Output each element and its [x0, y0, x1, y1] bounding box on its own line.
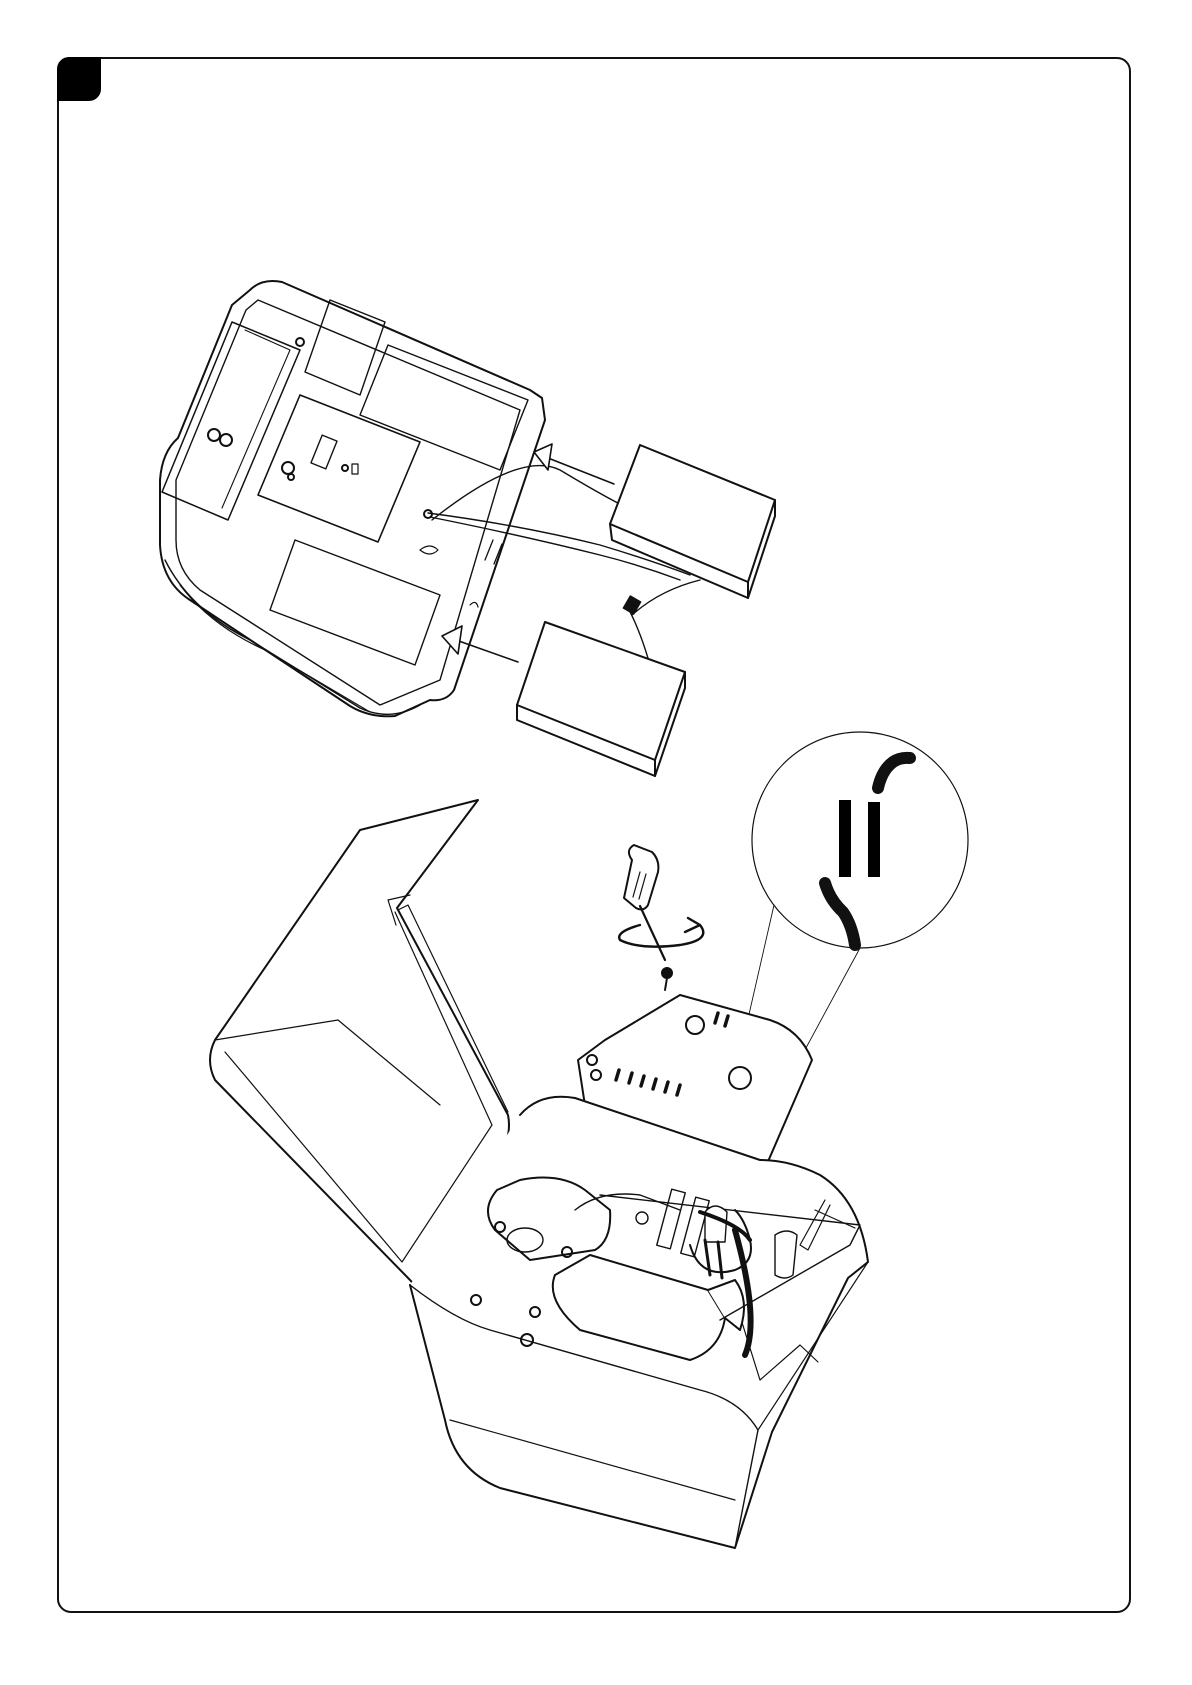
broken-wire-icon — [825, 758, 910, 945]
battery-pack-icon — [517, 622, 685, 776]
magnifier-circle-icon — [752, 732, 968, 948]
screw-icon — [662, 968, 672, 990]
jumper-contacts-icon — [839, 800, 880, 877]
battery-pack-icon — [610, 445, 775, 598]
insert-arrow-icon — [442, 626, 518, 662]
rotate-arrow-icon — [619, 918, 703, 947]
battery-install-view — [160, 281, 775, 776]
cover-removal-view — [210, 800, 868, 1548]
